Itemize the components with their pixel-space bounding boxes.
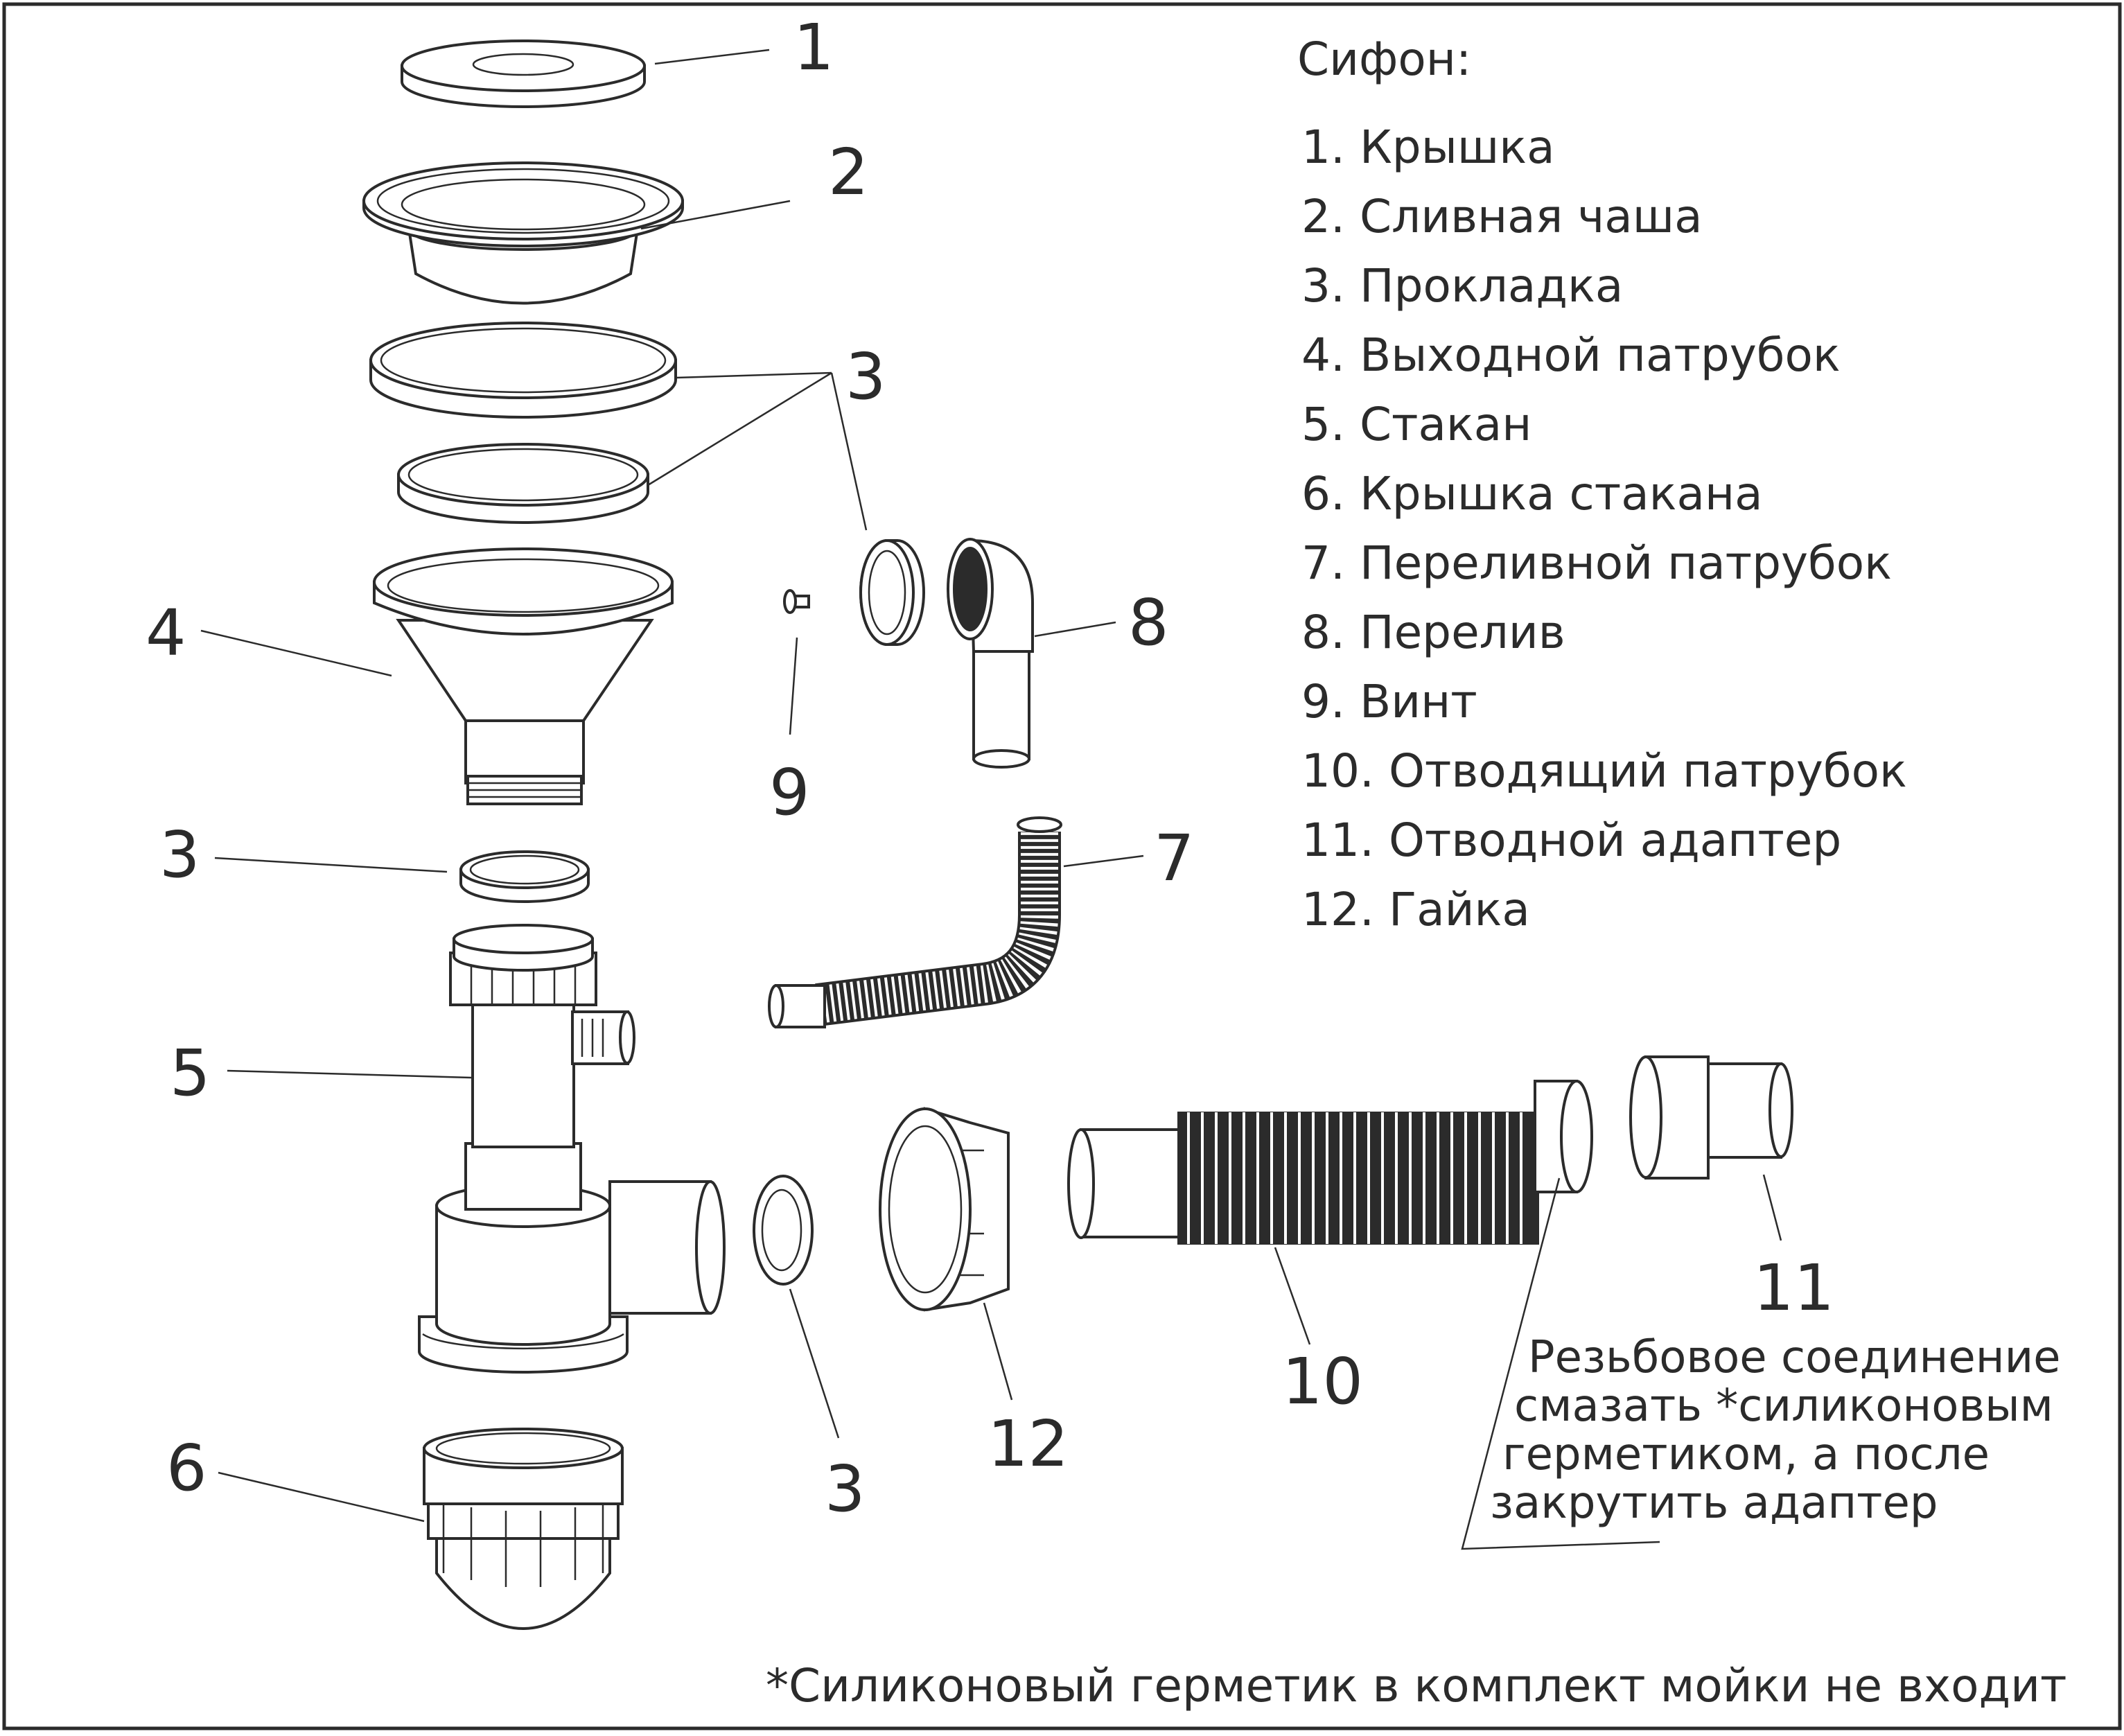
callout-3a: 3 bbox=[845, 340, 886, 414]
callout-numbers: 1 2 3 4 3 5 6 9 8 7 3 12 10 11 bbox=[146, 10, 1834, 1526]
callout-2: 2 bbox=[828, 135, 869, 209]
part-10-drain-hose bbox=[1067, 1080, 1593, 1245]
leader-lines bbox=[200, 49, 1782, 1550]
legend-item: 8. Перелив bbox=[1301, 606, 1565, 659]
part-11-adapter bbox=[1629, 1055, 1793, 1180]
callout-3c: 3 bbox=[825, 1452, 866, 1526]
callout-8: 8 bbox=[1128, 586, 1169, 660]
footnote: *Силиконовый герметик в комплект мойки н… bbox=[766, 1659, 2066, 1712]
callout-3b: 3 bbox=[159, 818, 200, 892]
legend-item: 11. Отводной адаптер bbox=[1301, 814, 1841, 867]
legend-item: 12. Гайка bbox=[1301, 883, 1530, 936]
part-8-overflow bbox=[947, 538, 1034, 769]
assembly-note: Резьбовое соединение смазать *силиконовы… bbox=[1490, 1332, 2061, 1529]
legend-item: 10. Отводящий патрубок bbox=[1301, 744, 1907, 798]
callout-11: 11 bbox=[1753, 1251, 1834, 1325]
callout-7: 7 bbox=[1154, 821, 1195, 895]
note-line: герметиком, а после bbox=[1502, 1429, 1990, 1480]
part-3-gasket-medium bbox=[397, 443, 649, 524]
part-3-gasket-nozzle bbox=[753, 1175, 814, 1286]
legend-item: 6. Крышка стакана bbox=[1301, 467, 1763, 520]
callout-5: 5 bbox=[170, 1036, 211, 1110]
callout-1: 1 bbox=[793, 10, 834, 85]
legend-item: 4. Выходной патрубок bbox=[1301, 328, 1841, 382]
callout-10: 10 bbox=[1282, 1344, 1363, 1419]
legend-item: 9. Винт bbox=[1301, 675, 1477, 728]
note-line: закрутить адаптер bbox=[1490, 1478, 1938, 1529]
legend-item: 5. Стакан bbox=[1301, 398, 1531, 451]
callout-6: 6 bbox=[166, 1431, 207, 1505]
legend-title: Сифон: bbox=[1297, 33, 1471, 86]
part-3-gasket-large bbox=[369, 322, 677, 419]
part-2-drain-bowl bbox=[362, 161, 684, 305]
note-line: смазать *силиконовым bbox=[1514, 1380, 2053, 1432]
legend-item: 3. Прокладка bbox=[1301, 259, 1623, 313]
note-line: Резьбовое соединение bbox=[1528, 1332, 2061, 1383]
legend-item: 2. Сливная чаша bbox=[1301, 190, 1703, 243]
part-5-siphon-body bbox=[418, 924, 726, 1374]
callout-9: 9 bbox=[769, 755, 810, 830]
part-3-gasket-small bbox=[459, 850, 590, 903]
legend-item: 1. Крышка bbox=[1301, 121, 1555, 174]
part-12-nut bbox=[879, 1107, 1010, 1312]
parts-legend: Сифон: 1. Крышка 2. Сливная чаша 3. Прок… bbox=[1297, 33, 1907, 936]
callout-4: 4 bbox=[146, 596, 186, 670]
part-4-outlet-pipe bbox=[373, 547, 674, 805]
part-6-trap-cap bbox=[423, 1428, 624, 1630]
legend-item: 7. Переливной патрубок bbox=[1301, 536, 1892, 590]
callout-12: 12 bbox=[988, 1407, 1069, 1481]
part-7-overflow-hose bbox=[768, 816, 1062, 1028]
part-1-cap bbox=[401, 40, 646, 108]
part-9-screw bbox=[783, 589, 810, 614]
part-3-gasket-overflow bbox=[859, 539, 925, 646]
